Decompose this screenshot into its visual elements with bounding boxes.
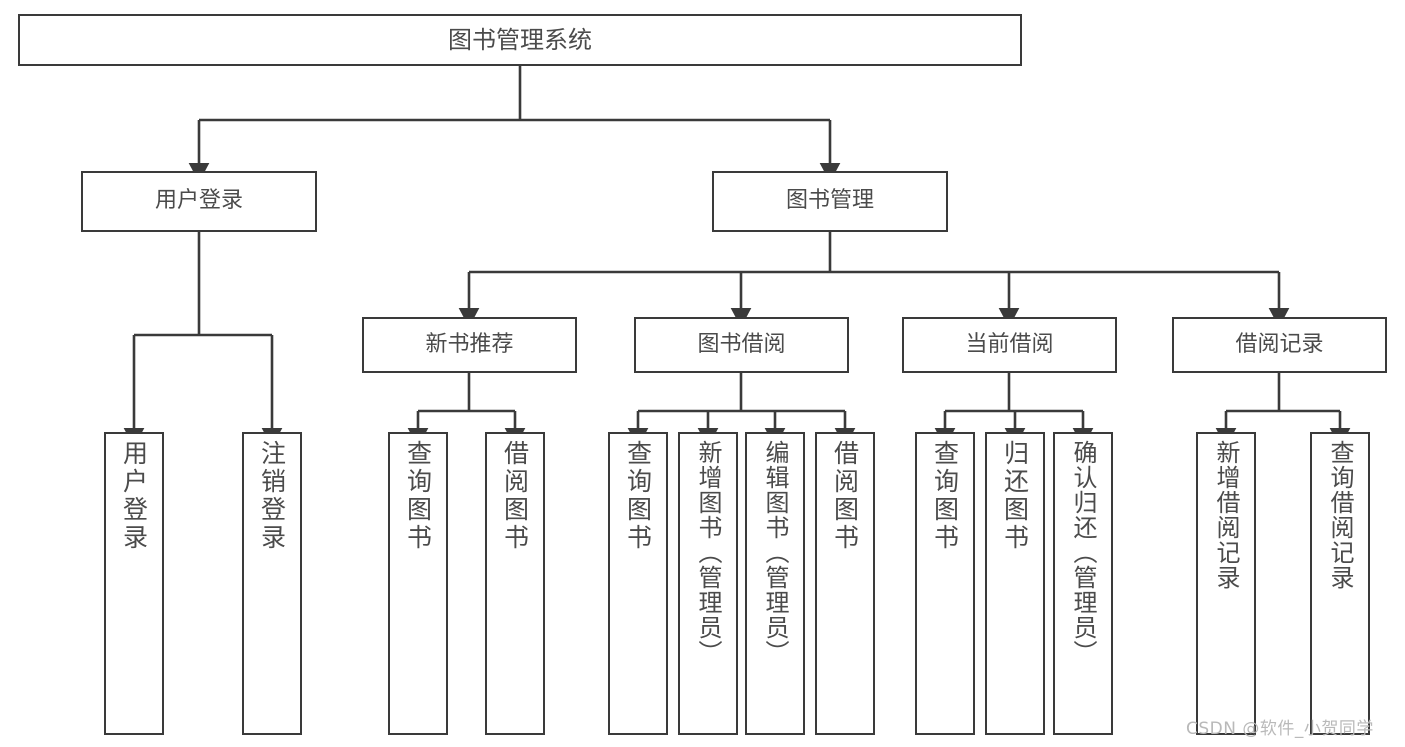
node-leaf-user-logout-label: 注销登录 [257,440,287,552]
node-leaf-edit-book-admin-label: 编辑图书（管理员） [761,440,789,665]
node-root-label: 图书管理系统 [448,25,592,54]
node-leaf-add-book-admin-label: 新增图书（管理员） [694,440,722,665]
node-leaf-borrow-book-recommend[interactable]: 借阅图书 [485,432,545,735]
node-leaf-query-book-recommend-label: 查询图书 [403,440,433,552]
node-new-book-recommend-label: 新书推荐 [425,331,514,357]
node-leaf-add-borrow-record[interactable]: 新增借阅记录 [1196,432,1256,735]
node-leaf-borrow-book[interactable]: 借阅图书 [815,432,875,735]
node-leaf-confirm-return-admin[interactable]: 确认归还（管理员） [1053,432,1113,735]
node-leaf-confirm-return-admin-label: 确认归还（管理员） [1069,440,1097,665]
node-leaf-user-login-label: 用户登录 [119,440,149,552]
node-leaf-query-book-borrow[interactable]: 查询图书 [608,432,668,735]
node-book-management-label: 图书管理 [785,188,874,214]
node-leaf-add-borrow-record-label: 新增借阅记录 [1212,440,1240,590]
node-leaf-query-borrow-record[interactable]: 查询借阅记录 [1310,432,1370,735]
node-user-login-label: 用户登录 [154,188,243,214]
node-book-borrow-label: 图书借阅 [697,331,786,357]
node-user-login[interactable]: 用户登录 [81,171,317,232]
node-leaf-user-login[interactable]: 用户登录 [104,432,164,735]
node-root-system[interactable]: 图书管理系统 [18,14,1022,66]
node-leaf-borrow-book-label: 借阅图书 [830,440,860,552]
node-leaf-return-book-label: 归还图书 [1000,440,1030,552]
node-leaf-borrow-book-recommend-label: 借阅图书 [500,440,530,552]
node-leaf-add-book-admin[interactable]: 新增图书（管理员） [678,432,738,735]
csdn-watermark: CSDN @软件_小贺同学 [1186,719,1374,739]
node-current-borrow-label: 当前借阅 [965,331,1054,357]
node-leaf-query-book-recommend[interactable]: 查询图书 [388,432,448,735]
node-leaf-query-book-borrow-label: 查询图书 [623,440,653,552]
node-leaf-query-borrow-record-label: 查询借阅记录 [1326,440,1354,590]
node-borrow-record[interactable]: 借阅记录 [1172,317,1387,373]
node-leaf-query-book-current-label: 查询图书 [930,440,960,552]
node-borrow-record-label: 借阅记录 [1235,331,1324,357]
node-leaf-user-logout[interactable]: 注销登录 [242,432,302,735]
node-new-book-recommend[interactable]: 新书推荐 [362,317,577,373]
node-leaf-return-book[interactable]: 归还图书 [985,432,1045,735]
node-book-management[interactable]: 图书管理 [712,171,948,232]
node-leaf-query-book-current[interactable]: 查询图书 [915,432,975,735]
node-current-borrow[interactable]: 当前借阅 [902,317,1117,373]
node-leaf-edit-book-admin[interactable]: 编辑图书（管理员） [745,432,805,735]
node-book-borrow[interactable]: 图书借阅 [634,317,849,373]
